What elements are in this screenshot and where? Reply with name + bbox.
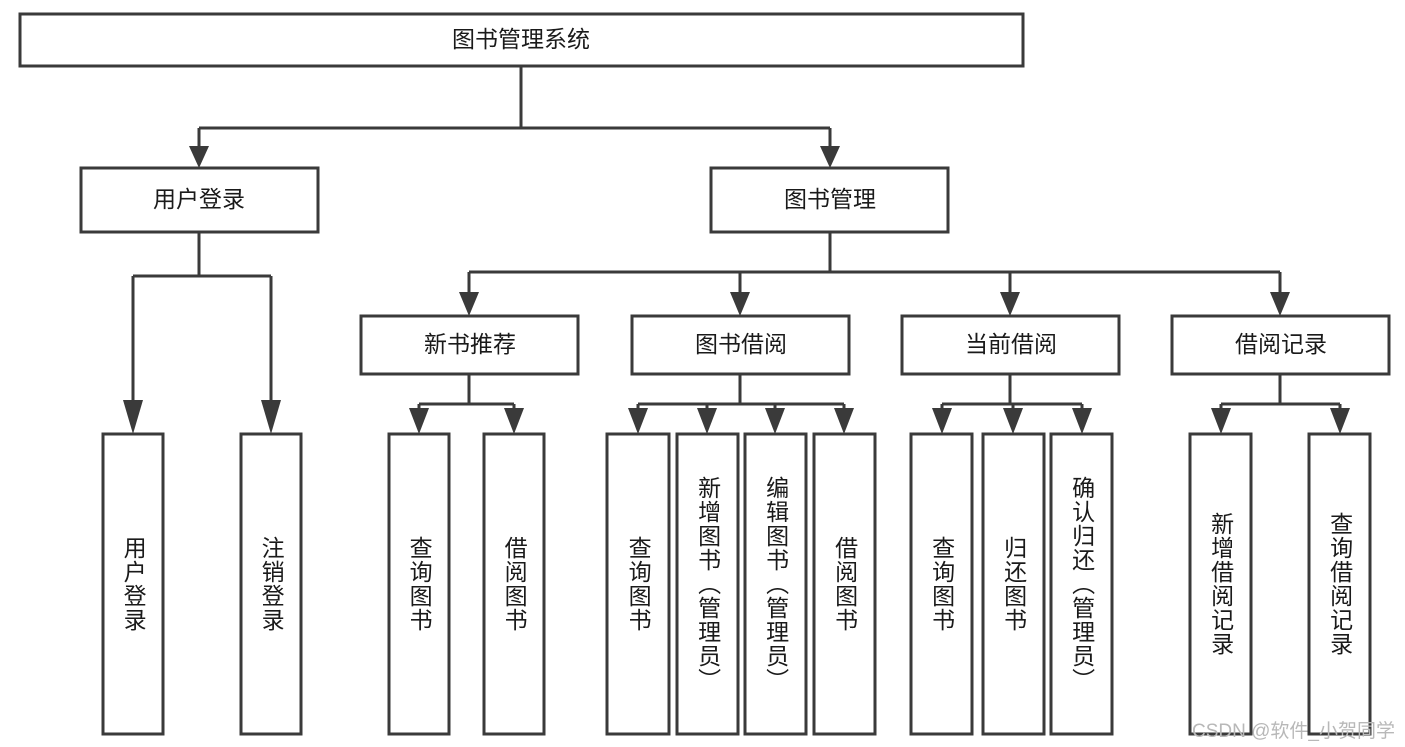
node-borrow-record-label: 借阅记录 <box>1235 331 1327 357</box>
node-query-book-1[interactable] <box>387 432 451 736</box>
arrowhead-query-book-2 <box>628 408 648 434</box>
arrowhead-book-manage <box>820 146 840 168</box>
node-book-manage[interactable] <box>709 166 950 234</box>
arrowhead-user-login-do <box>123 400 143 434</box>
node-borrow-book-1[interactable] <box>482 432 546 736</box>
node-new-book-rec-label: 新书推荐 <box>424 331 516 357</box>
node-query-book-3[interactable] <box>909 432 974 736</box>
arrowhead-current-borrow <box>1000 292 1020 316</box>
connector-currentborrow-bus <box>940 374 1084 412</box>
node-confirm-return[interactable] <box>1049 432 1114 736</box>
node-current-borrow-label: 当前借阅 <box>965 331 1057 357</box>
node-root-label: 图书管理系统 <box>452 26 590 52</box>
node-book-borrow[interactable] <box>630 314 851 376</box>
arrowhead-borrow-book-1 <box>504 408 524 434</box>
connector-root-bus <box>199 66 830 130</box>
node-current-borrow[interactable] <box>900 314 1121 376</box>
arrowhead-query-book-1 <box>409 408 429 434</box>
node-return-book[interactable] <box>981 432 1046 736</box>
arrowhead-new-book-rec <box>459 292 479 316</box>
node-user-login-label: 用户登录 <box>153 186 245 212</box>
connector-layer <box>123 66 1350 434</box>
node-root[interactable] <box>18 12 1025 68</box>
arrowhead-book-borrow <box>730 292 750 316</box>
node-new-book-rec[interactable] <box>359 314 580 376</box>
arrowhead-borrow-record <box>1270 292 1290 316</box>
arrowhead-edit-book <box>765 408 785 434</box>
node-borrow-book-2[interactable] <box>812 432 877 736</box>
arrowhead-return-book <box>1003 408 1023 434</box>
node-layer: 图书管理系统 用户登录 图书管理 新书推荐 图书借阅 当前借阅 借阅记录 <box>18 12 1391 736</box>
watermark: CSDN @软件_小贺同学 <box>1192 721 1395 742</box>
node-user-logout[interactable] <box>239 432 303 736</box>
node-query-borrow-record[interactable] <box>1307 432 1372 736</box>
arrowhead-user-login <box>189 146 209 168</box>
arrowhead-query-book-3 <box>932 408 952 434</box>
connector-borrowrecord-bus <box>1219 374 1342 412</box>
connector-bookmanage-bus <box>469 232 1280 274</box>
node-add-borrow-record[interactable] <box>1188 432 1253 736</box>
node-borrow-record[interactable] <box>1170 314 1391 376</box>
node-add-book[interactable] <box>675 432 740 736</box>
connector-userlogin-bus <box>131 232 273 404</box>
node-edit-book[interactable] <box>743 432 808 736</box>
node-book-borrow-label: 图书借阅 <box>695 331 787 357</box>
arrowhead-query-borrow-record <box>1330 408 1350 434</box>
connector-newbook-bus <box>417 374 516 412</box>
arrowhead-add-book <box>697 408 717 434</box>
arrowhead-confirm-return <box>1072 408 1092 434</box>
node-query-book-2[interactable] <box>605 432 671 736</box>
connector-bookborrow-bus <box>636 374 846 412</box>
node-book-manage-label: 图书管理 <box>784 186 876 212</box>
arrowhead-user-logout <box>261 400 281 434</box>
arrowhead-add-borrow-record <box>1211 408 1231 434</box>
node-user-login[interactable] <box>79 166 320 234</box>
arrowhead-borrow-book-2 <box>834 408 854 434</box>
node-user-login-do[interactable] <box>101 432 165 736</box>
